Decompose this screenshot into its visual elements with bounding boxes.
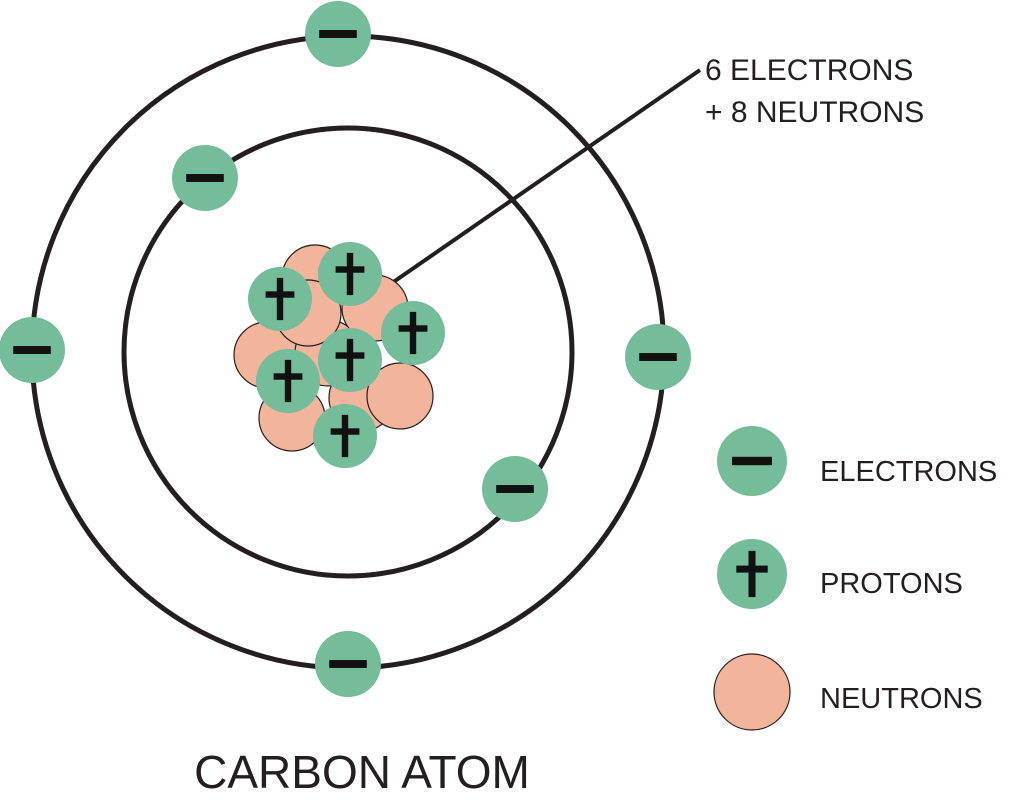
callout-line-2: + 8 NEUTRONS [705, 96, 924, 129]
proton-5 [256, 349, 320, 413]
electron-3 [0, 317, 65, 383]
proton-icon [717, 539, 787, 609]
legend: ELECTRONS PROTONS NEUTRONS [713, 426, 997, 731]
inner-orbit [121, 125, 575, 579]
neutron-7 [366, 362, 434, 430]
electron-1 [305, 1, 371, 67]
legend-neutron-icon [713, 653, 791, 731]
neutron-icon [713, 653, 791, 731]
proton-3 [381, 301, 445, 365]
callout-leader-line [390, 68, 702, 285]
legend-electron-icon [717, 426, 787, 496]
diagram-title: CARBON ATOM [194, 746, 530, 798]
electron-icon [717, 426, 787, 496]
legend-proton-icon [717, 539, 787, 609]
proton-6 [313, 404, 377, 468]
proton-1 [318, 242, 382, 306]
proton-2 [248, 267, 312, 331]
electron-4 [625, 324, 691, 390]
electrons [0, 1, 691, 697]
legend-electrons-label: ELECTRONS [820, 456, 997, 488]
legend-protons-label: PROTONS [820, 568, 963, 600]
callout-line-1: 6 ELECTRONS [705, 54, 913, 87]
electron-2 [172, 145, 238, 211]
electron-5 [482, 456, 548, 522]
nucleus [233, 242, 445, 468]
electron-6 [315, 631, 381, 697]
legend-neutrons-label: NEUTRONS [820, 683, 983, 715]
proton-4 [318, 328, 382, 392]
